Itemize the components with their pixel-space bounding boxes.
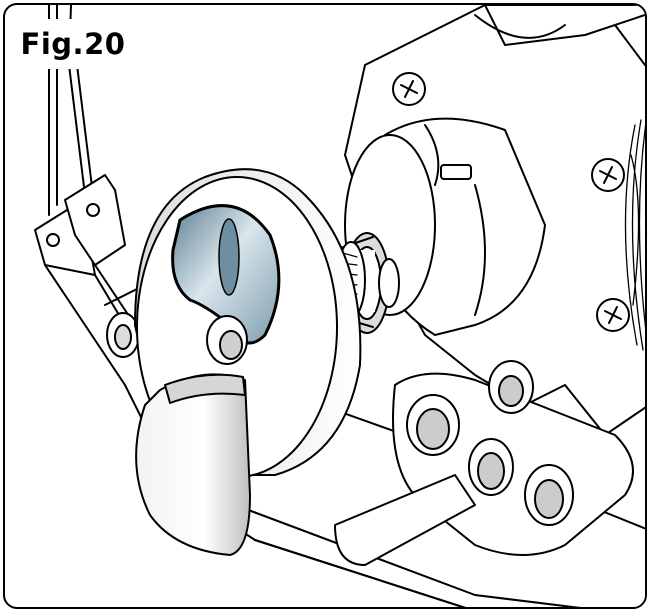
connector-terminals [34,174,166,436]
phillips-screw-icon [392,72,426,106]
lever-knob [135,373,251,556]
phillips-screw-icon [596,298,630,332]
phillips-screw-icon [591,158,625,192]
bracket-foot [334,474,476,566]
figure-label: Fig.20 [15,19,131,69]
figure-frame: Fig.20 [3,3,647,609]
wire-coil [624,119,645,351]
feed-roller-illustration [34,5,645,607]
